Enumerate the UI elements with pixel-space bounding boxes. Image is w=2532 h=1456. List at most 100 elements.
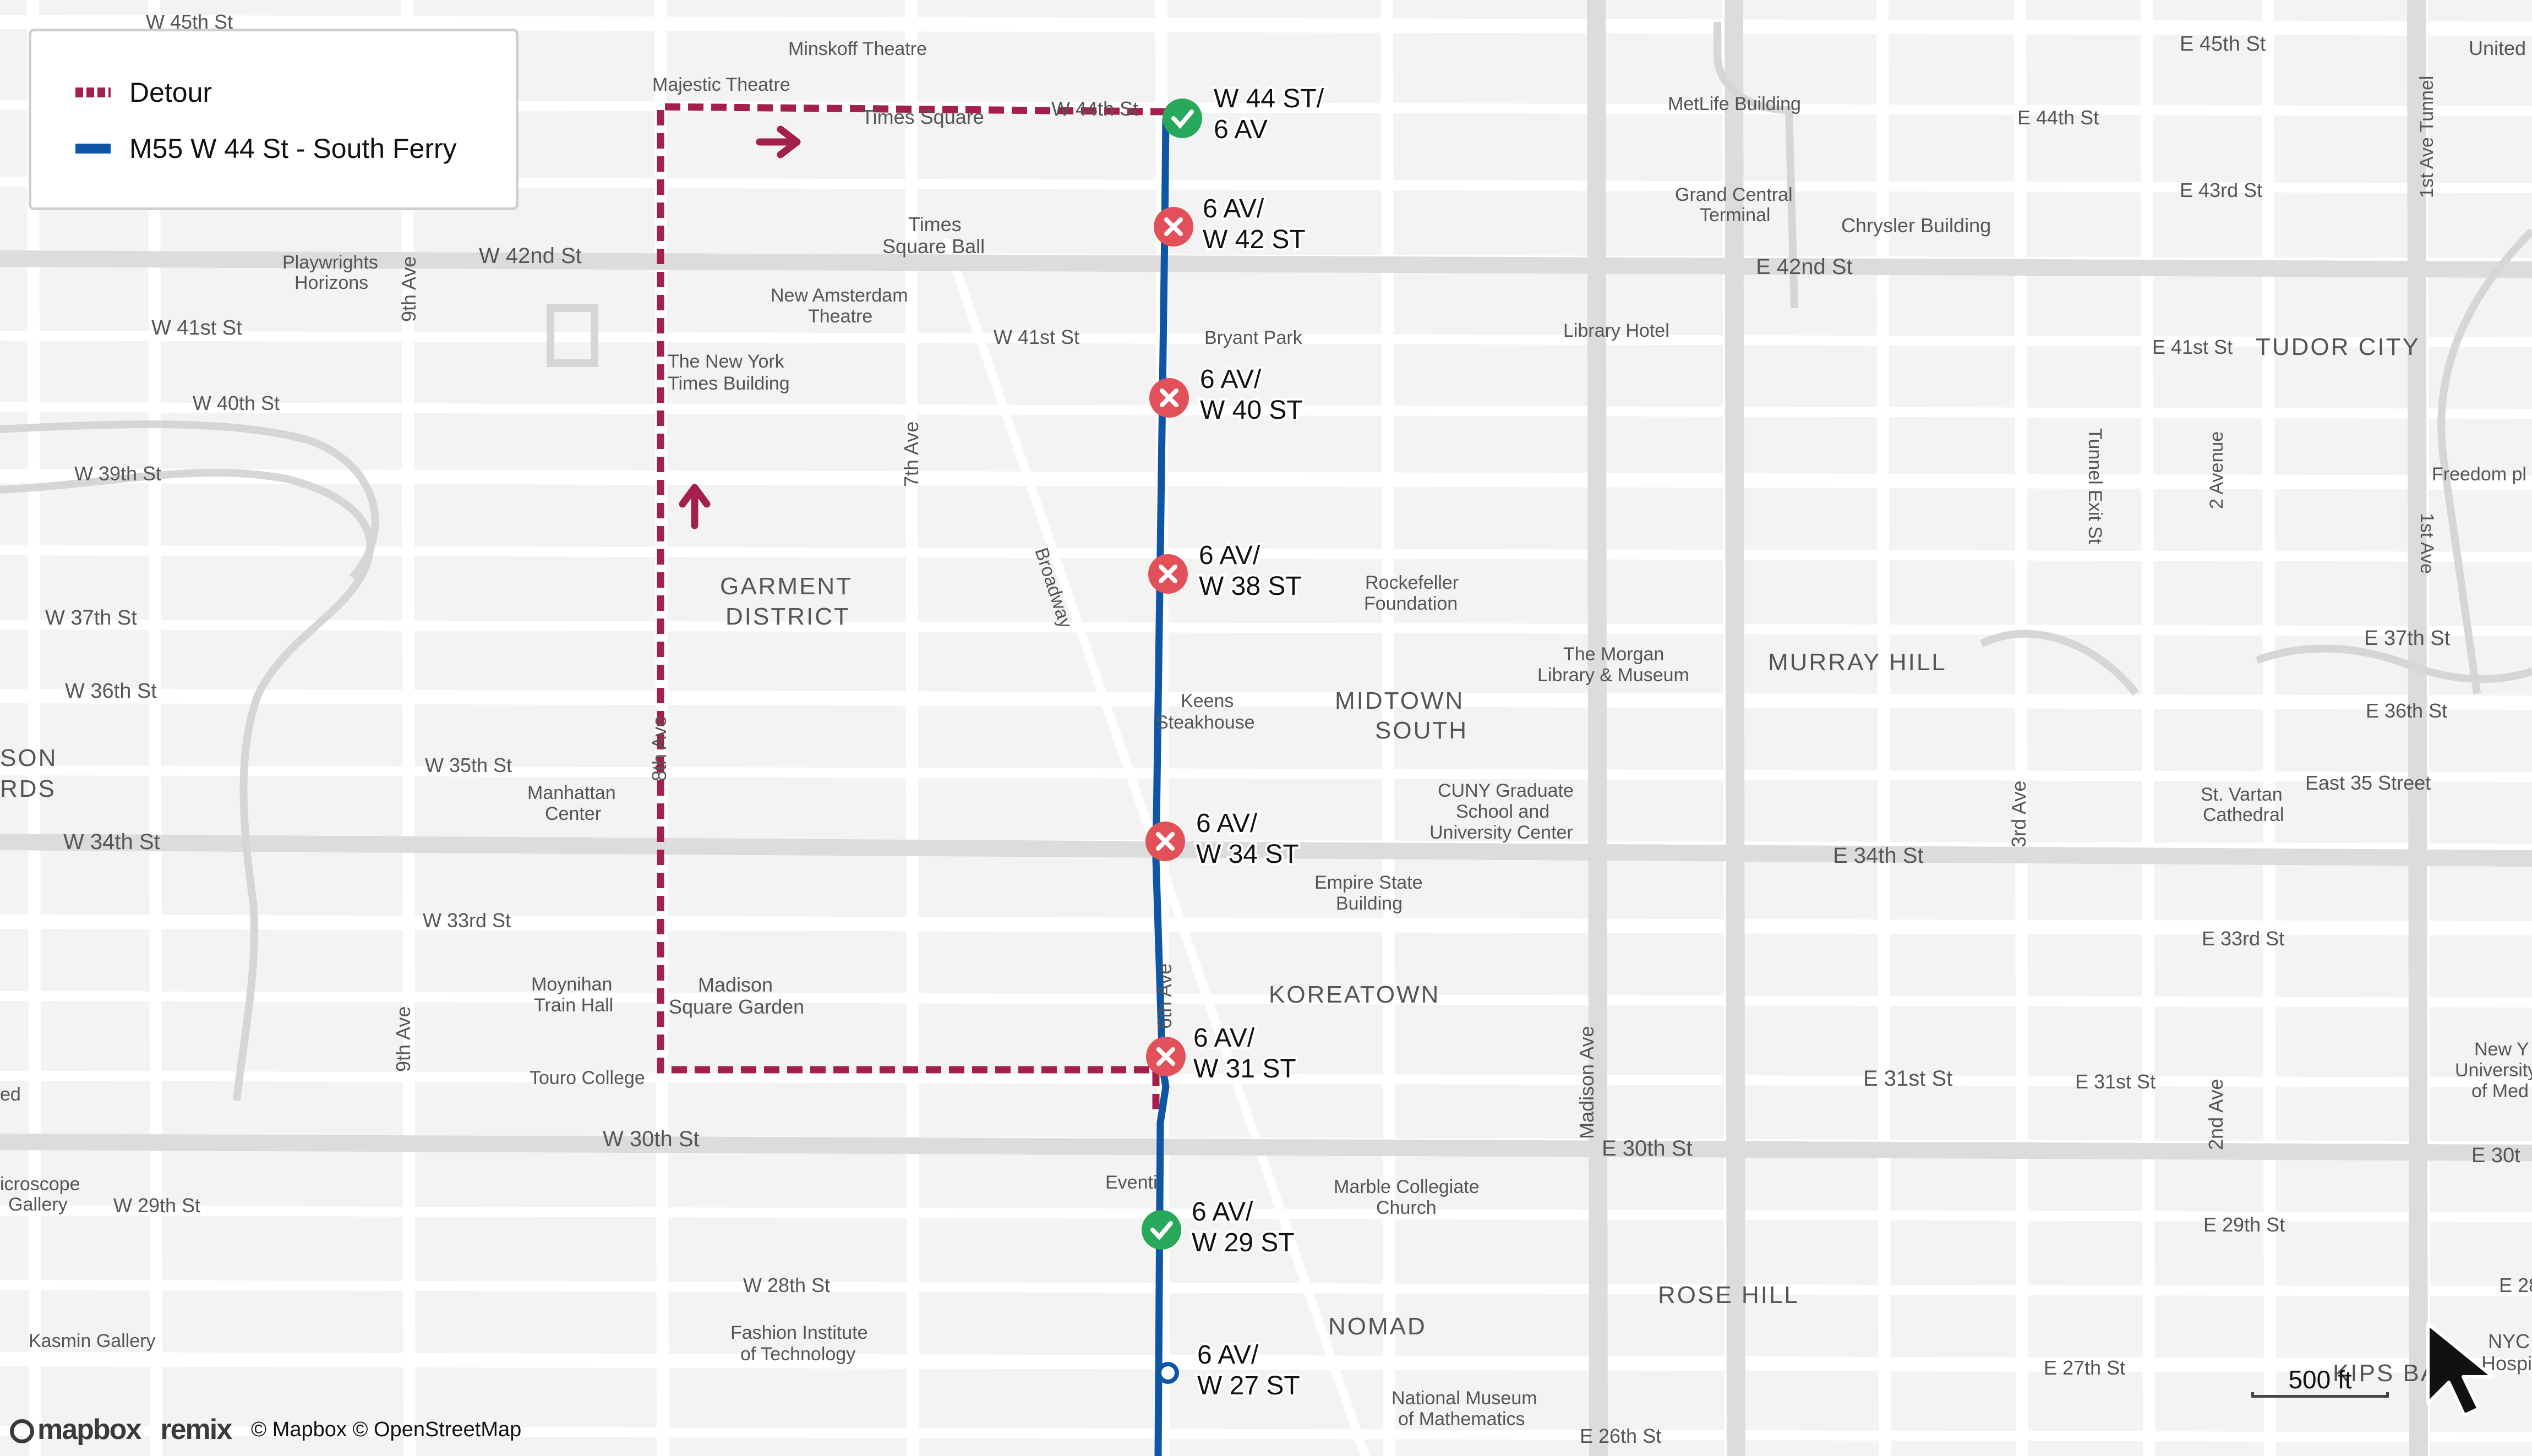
- label-e27: E 27th St: [2044, 1356, 2125, 1379]
- stop-marker[interactable]: 6 AV/W 27 ST: [1157, 1338, 1302, 1403]
- label-e34: E 34th St: [1833, 844, 1924, 868]
- street-vertical-major: [1587, 0, 1608, 1456]
- stop-marker[interactable]: 6 AV/W 42 ST: [1154, 192, 1308, 256]
- stop-marker[interactable]: 6 AV/W 38 ST: [1148, 539, 1304, 603]
- label-tudor: TUDOR CITY: [2256, 333, 2420, 360]
- stop-marker[interactable]: 6 AV/W 31 ST: [1146, 1021, 1298, 1086]
- label-ninth-ave-top: 9th Ave: [397, 256, 420, 322]
- label-kips: KIPS BA: [2333, 1360, 2438, 1387]
- label-marble-1: Marble Collegiate: [1334, 1176, 1480, 1197]
- label-w41: W 41st St: [151, 316, 242, 340]
- label-e29: E 29th St: [2203, 1213, 2285, 1236]
- main-route-line: [1152, 118, 1170, 1456]
- label-w36: W 36th St: [65, 680, 157, 703]
- street-vertical-major: [1725, 0, 1745, 1456]
- stop-marker[interactable]: 6 AV/W 34 ST: [1145, 807, 1301, 871]
- attribution-text[interactable]: © Mapbox © OpenStreetMap: [251, 1417, 522, 1441]
- label-madison-ave: Madison Ave: [1575, 1026, 1598, 1139]
- stop-label: W 27 ST: [1197, 1371, 1300, 1400]
- label-rds: RDS: [0, 775, 56, 802]
- label-e30-b: E 30t: [2471, 1144, 2520, 1167]
- cursor-arrow-icon: [2426, 1322, 2495, 1417]
- label-koreatown: KOREATOWN: [1269, 981, 1440, 1008]
- label-second-ave: 2nd Ave: [2204, 1079, 2227, 1150]
- label-micro-2: Gallery: [8, 1194, 68, 1215]
- label-tunnel-exit: Tunnel Exit St: [2084, 428, 2105, 544]
- stop-label: W 40 ST: [1200, 396, 1303, 425]
- mapbox-logo-text: mapbox: [37, 1414, 141, 1446]
- label-w37: W 37th St: [45, 606, 137, 630]
- label-manhattan-center-1: Manhattan: [527, 782, 616, 803]
- label-eighth-ave: 8th Ave: [648, 716, 670, 781]
- street-horizontal: [0, 620, 2532, 636]
- stop-label: 6 AV/: [1196, 809, 1258, 838]
- street-horizontal: [0, 1426, 2532, 1442]
- street-vertical: [1876, 0, 1891, 1456]
- stop-label: 6 AV: [1214, 115, 1268, 144]
- label-e36: E 36th St: [2366, 699, 2447, 722]
- label-st-vartan-2: Cathedral: [2203, 804, 2284, 825]
- label-e31-a: E 31st St: [1863, 1066, 1952, 1091]
- scale-bar: [2251, 1392, 2389, 1398]
- remix-logo[interactable]: remix: [160, 1413, 232, 1446]
- label-e43: E 43rd St: [2180, 179, 2262, 201]
- label-w28: W 28th St: [743, 1274, 830, 1296]
- label-w33: W 33rd St: [423, 909, 511, 932]
- label-new-amsterdam-1: New Amsterdam: [771, 285, 908, 306]
- label-rockefeller-1: Rockefeller: [1365, 572, 1459, 593]
- legend-route-label: M55 W 44 St - South Ferry: [129, 133, 457, 164]
- mapbox-logo[interactable]: mapbox: [10, 1413, 141, 1446]
- map-scale: 500 ft: [2251, 1365, 2389, 1398]
- stop-label: W 29 ST: [1192, 1228, 1295, 1257]
- label-united: United: [2469, 37, 2526, 59]
- stop-label: 6 AV/: [1192, 1197, 1253, 1227]
- label-sixth-ave: 6th Ave: [1153, 964, 1176, 1029]
- label-cuny-3: University Center: [1429, 822, 1573, 843]
- label-nyt-2: Times Building: [668, 373, 790, 394]
- label-w39: W 39th St: [74, 462, 161, 485]
- street-horizontal: [0, 331, 2532, 347]
- label-nomad: NOMAD: [1328, 1313, 1427, 1340]
- label-nyu-2: University: [2455, 1060, 2532, 1081]
- label-nyc-1: NYC: [2488, 1330, 2530, 1353]
- label-midtown-1: MIDTOWN: [1335, 687, 1464, 714]
- street-horizontal: [0, 689, 2532, 710]
- label-w34: W 34th St: [63, 830, 160, 854]
- label-e44: E 44th St: [2017, 106, 2099, 129]
- street-horizontal-major: [0, 250, 2532, 278]
- label-third-ave: 3rd Ave: [2007, 781, 2030, 847]
- label-cuny-2: School and: [1456, 801, 1549, 822]
- label-marble-2: Church: [1376, 1197, 1437, 1218]
- label-touro: Touro College: [530, 1068, 645, 1088]
- label-freedom: Freedom pl: [2432, 464, 2526, 485]
- street-horizontal: [0, 469, 2532, 490]
- label-murray-hill: MURRAY HILL: [1768, 649, 1947, 676]
- stop-label: W 42 ST: [1203, 225, 1306, 254]
- street-horizontal: [0, 991, 2532, 1008]
- stop-marker[interactable]: W 44 ST/6 AV: [1163, 82, 1327, 146]
- label-micro-1: icroscope: [0, 1174, 80, 1195]
- label-keens-2: Steakhouse: [1156, 712, 1255, 733]
- label-times-ball-1: Times: [908, 213, 962, 236]
- label-nyc-2: Hospita: [2481, 1352, 2532, 1375]
- street-horizontal-major: [0, 834, 2532, 867]
- stop-marker[interactable]: 6 AV/W 40 ST: [1149, 363, 1305, 427]
- label-first-ave-right: 1st Ave: [2416, 513, 2437, 574]
- detour-arrows: [679, 125, 801, 529]
- label-second-avenue: 2 Avenue: [2206, 431, 2227, 509]
- label-keens-1: Keens: [1181, 691, 1234, 711]
- x-mark: [1156, 1047, 1175, 1066]
- label-grand-central-2: Terminal: [1700, 205, 1770, 226]
- label-w40: W 40th St: [193, 392, 280, 414]
- label-nyt-1: The New York: [668, 351, 785, 372]
- stop-label: W 38 ST: [1199, 572, 1302, 601]
- label-e45: E 45th St: [2180, 32, 2266, 56]
- label-ninth-ave-bottom: 9th Ave: [392, 1006, 414, 1072]
- stop-label: 6 AV/: [1203, 194, 1264, 223]
- label-bryant: Bryant Park: [1204, 327, 1303, 348]
- legend-detour-label: Detour: [129, 77, 212, 108]
- stop-marker[interactable]: 6 AV/W 29 ST: [1142, 1195, 1297, 1260]
- label-w30: W 30th St: [603, 1127, 700, 1151]
